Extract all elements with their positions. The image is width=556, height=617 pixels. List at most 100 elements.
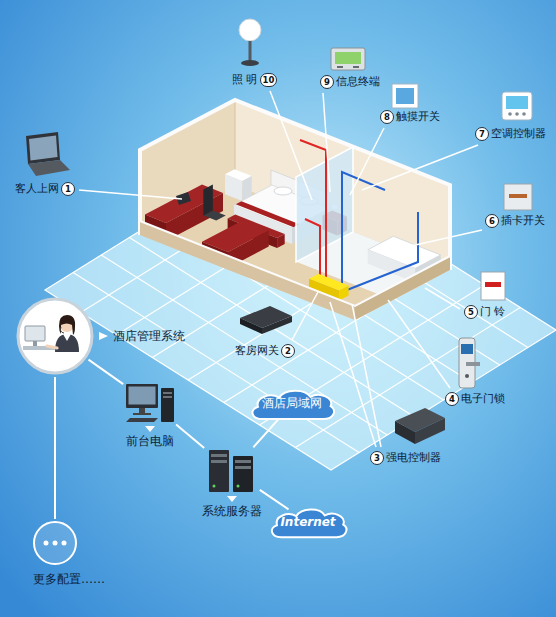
callout: 4电子门锁 [445, 392, 505, 406]
more-node: 更多配置…… [15, 520, 105, 586]
callout-label: 空调控制器 [491, 127, 546, 141]
power-controller-icon [395, 408, 445, 444]
server-icon [235, 460, 251, 463]
text-slot: 前台电脑 [126, 434, 174, 448]
leader-lines [323, 93, 330, 192]
operator-circle [55, 334, 79, 352]
callout-label: 客房网关 [235, 344, 279, 358]
computer-icon [161, 388, 174, 422]
connector-line [54, 377, 56, 519]
leader-lines [402, 230, 482, 248]
node-label: 前台电脑 [126, 434, 174, 448]
doorbell-icon [481, 272, 505, 300]
info-terminal-icon [331, 48, 365, 70]
node-label: 系统服务器 [202, 504, 262, 518]
operator-circle [33, 341, 37, 346]
laptop-icon [26, 132, 70, 176]
computer-icon [126, 418, 158, 422]
ac-controller-icon [508, 112, 512, 116]
node-label: Internet [280, 515, 335, 529]
leader-lines [292, 292, 318, 340]
callout-label: 插卡开关 [501, 214, 545, 228]
server-icon [237, 485, 240, 488]
more-circle [32, 520, 78, 566]
callout-number: 9 [320, 75, 334, 89]
ac-controller-icon [506, 96, 528, 109]
leader-lines [362, 145, 478, 190]
computer-icon [124, 382, 176, 424]
door-lock-icon [461, 344, 473, 354]
computer-icon [126, 384, 158, 408]
info-terminal-icon [353, 66, 359, 68]
callout: 8触摸开关 [380, 110, 440, 124]
ac-controller-icon [515, 112, 519, 116]
hotel-room [355, 256, 450, 320]
hotel-room [225, 174, 242, 201]
pointer-arrow [98, 331, 110, 341]
connector-line [176, 425, 204, 448]
callout-label: 强电控制器 [386, 451, 441, 465]
callout-label: 触摸开关 [396, 110, 440, 124]
server-icon [233, 456, 253, 492]
more-circle [44, 541, 49, 546]
pointer-arrow [145, 426, 155, 432]
callout-label: 客人上网 [15, 182, 59, 196]
callout: 3强电控制器 [370, 451, 441, 465]
power-controller-icon [415, 418, 445, 444]
computer-icon [163, 392, 172, 394]
laptop-icon [26, 132, 60, 164]
pointer-arrow [227, 496, 237, 502]
card-switch-icon [504, 184, 532, 210]
cloud-shape [272, 510, 347, 538]
operator-circle [18, 299, 92, 373]
node-label: 酒店管理系统 [113, 329, 185, 343]
lamp-icon [241, 60, 259, 66]
operator-circle [47, 346, 57, 348]
computer-icon [133, 413, 151, 415]
operator-circle [60, 327, 64, 333]
cloud-shape [252, 391, 334, 419]
computer-node: 前台电脑 [124, 382, 176, 448]
server-icon [213, 485, 216, 488]
card-switch-icon [504, 184, 532, 210]
info-terminal-icon [331, 48, 365, 70]
server-icon [205, 448, 259, 494]
callout-number: 6 [485, 214, 499, 228]
callout: 7空调控制器 [475, 127, 546, 141]
leader-lines [350, 128, 384, 195]
lamp-icon [239, 19, 261, 66]
callout: 6插卡开关 [485, 214, 545, 228]
callout-label: 电子门锁 [461, 392, 505, 406]
operator-circle [63, 334, 71, 341]
server-icon [211, 460, 227, 463]
hotel-room [203, 184, 213, 215]
leader-lines [330, 302, 376, 447]
touch-switch-icon [392, 84, 418, 108]
callout-number: 7 [475, 127, 489, 141]
ac-controller-icon [522, 112, 526, 116]
system-node: 酒店管理系统 [15, 296, 185, 376]
pointer-arrow [227, 496, 237, 502]
door-lock-icon [459, 338, 480, 388]
callout-number: 5 [464, 305, 478, 319]
operator-circle [25, 326, 45, 341]
text-slot: 酒店局域网 [246, 386, 338, 422]
power-controller-icon [395, 421, 415, 444]
callout: 照 明10 [232, 73, 277, 87]
hotel-room [305, 219, 320, 281]
callout-label: 信息终端 [336, 75, 380, 89]
leader-lines [79, 91, 482, 447]
cloud-node: Internet [266, 505, 350, 540]
computer-icon [129, 387, 156, 405]
lamp-icon [249, 41, 252, 62]
more-circle [53, 541, 58, 546]
callout-label: 照 明 [232, 73, 258, 87]
callout-number: 1 [61, 182, 75, 196]
node-label: 酒店局域网 [262, 397, 322, 411]
node-label: 更多配置…… [33, 572, 105, 586]
computer-icon [139, 408, 145, 413]
hotel-room [140, 100, 450, 320]
callout-number: 8 [380, 110, 394, 124]
operator-circle [59, 315, 75, 335]
hotel-room [300, 140, 326, 283]
